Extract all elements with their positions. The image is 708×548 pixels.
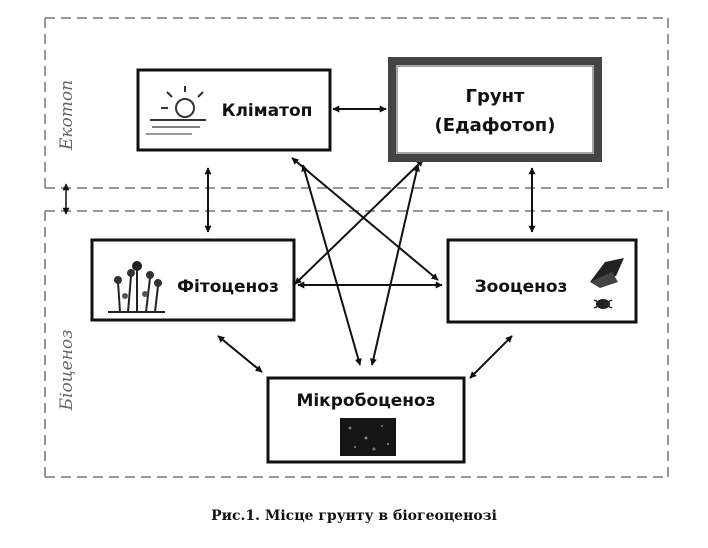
- microbe-image-icon: [340, 418, 396, 456]
- arrow-fitocenoz-mikrobocenoz: [217, 335, 263, 373]
- zoocenoz-box: Зооценоз: [446, 238, 638, 324]
- mikrobocenoz-label: Мікробоценоз: [296, 391, 435, 411]
- zoocenoz-label: Зооценоз: [475, 277, 568, 297]
- klimatop-box: Кліматоп: [136, 68, 332, 152]
- mikrobocenoz-box: Мікробоценоз: [266, 376, 466, 464]
- arrow-klimatop-mikrobocenoz: [301, 164, 362, 366]
- beetle-icon: [593, 299, 613, 309]
- plant-icon: [108, 261, 165, 313]
- grunt-box: Грунт (Едафотоп): [388, 57, 602, 162]
- arrow-grunt-mikrobocenoz: [370, 164, 420, 366]
- klimatop-label: Кліматоп: [222, 101, 313, 121]
- fitocenoz-label: Фітоценоз: [177, 277, 279, 297]
- fitocenoz-box: Фітоценоз: [90, 238, 296, 322]
- arrow-zoocenoz-mikrobocenoz: [469, 335, 513, 379]
- figure-caption: Рис.1. Місце грунту в біогеоценозі: [211, 508, 497, 524]
- climate-sun-icon: [146, 86, 206, 135]
- grunt-label-line1: Грунт: [466, 86, 526, 107]
- ekotop-label: Екотоп: [57, 80, 77, 151]
- butterfly-icon: [590, 258, 624, 288]
- grunt-label-line2: (Едафотоп): [435, 115, 556, 136]
- arrow-grunt-fitocenoz: [294, 159, 424, 285]
- relationship-arrows: [204, 105, 536, 379]
- biocenosis-label: Біоценоз: [57, 330, 77, 412]
